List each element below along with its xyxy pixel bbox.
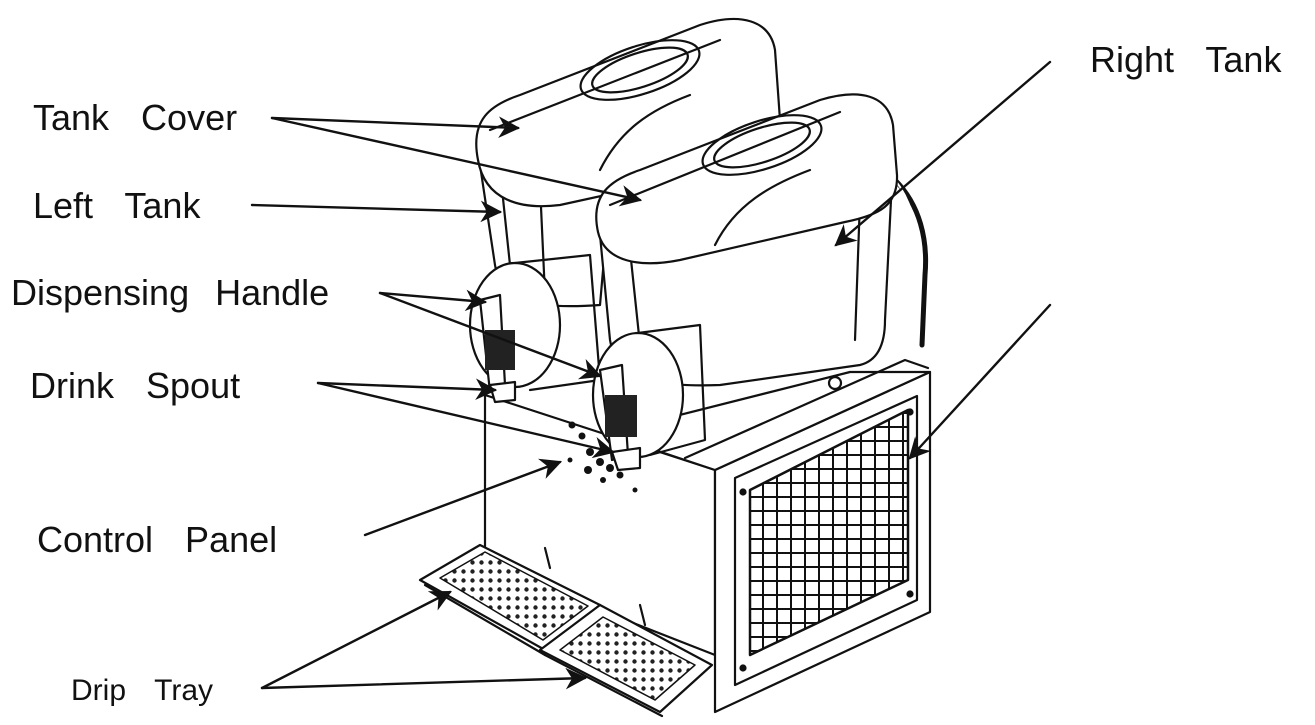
left-drip-tray <box>418 543 602 657</box>
leader-lines <box>250 60 1052 690</box>
label-drip-tray: Drip Tray <box>71 674 214 707</box>
label-left-tank: Left Tank <box>33 185 201 226</box>
right-drip-tray <box>538 603 714 718</box>
label-tank-cover: Tank Cover <box>33 97 238 138</box>
label-right-tank: Right Tank <box>1090 39 1282 80</box>
label-dispensing-handle: Dispensing Handle <box>11 272 330 313</box>
label-drink-spout: Drink Spout <box>30 365 241 406</box>
right-dispenser <box>591 323 707 472</box>
ventilation-grille <box>748 408 910 657</box>
right-tank-cover <box>595 93 899 265</box>
label-control-panel: Control Panel <box>37 519 278 560</box>
